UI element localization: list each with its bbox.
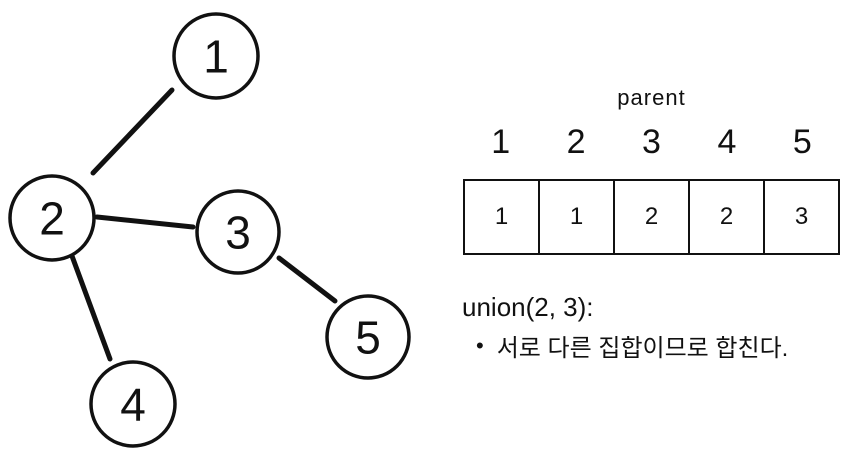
array-cell-5: 3 [794,203,809,230]
union-find-tree-graph: 1 2 3 4 5 [8,12,411,448]
node-label-3: 3 [225,207,251,259]
edge-2-1 [90,87,175,176]
node-circle-3 [195,189,281,275]
node-circle-1 [172,12,260,100]
union-note-text: 서로 다른 집합이므로 합친다. [496,335,789,362]
bullet-icon: • [476,332,484,358]
array-cell-3: 2 [615,181,690,253]
node-label-1: 1 [203,31,229,83]
node-label-5: 5 [355,312,381,364]
parent-array-title: parent [617,85,686,110]
union-note-line: • 서로 다른 집합이므로 합친다. [476,328,788,363]
edge-2-3 [94,214,196,230]
node-circle-4 [89,360,177,448]
array-index-4: 4 [717,123,737,161]
array-cell-4: 2 [690,181,765,253]
edge-3-5 [276,255,338,304]
node-circle-2 [8,174,96,262]
union-operation-label: union(2, 3): [462,292,594,322]
node-label-4: 4 [120,379,146,431]
array-index-3: 3 [642,123,661,161]
node-circle-5 [325,294,411,380]
array-index-1: 1 [491,123,511,161]
array-cell-2: 1 [540,181,615,253]
array-index-2: 2 [566,123,586,161]
array-cell-1: 1 [465,181,540,253]
array-index-row: 1 2 3 4 5 [463,124,840,160]
array-index-5: 5 [792,123,812,161]
edge-2-4 [69,253,113,362]
node-label-2: 2 [39,193,65,245]
